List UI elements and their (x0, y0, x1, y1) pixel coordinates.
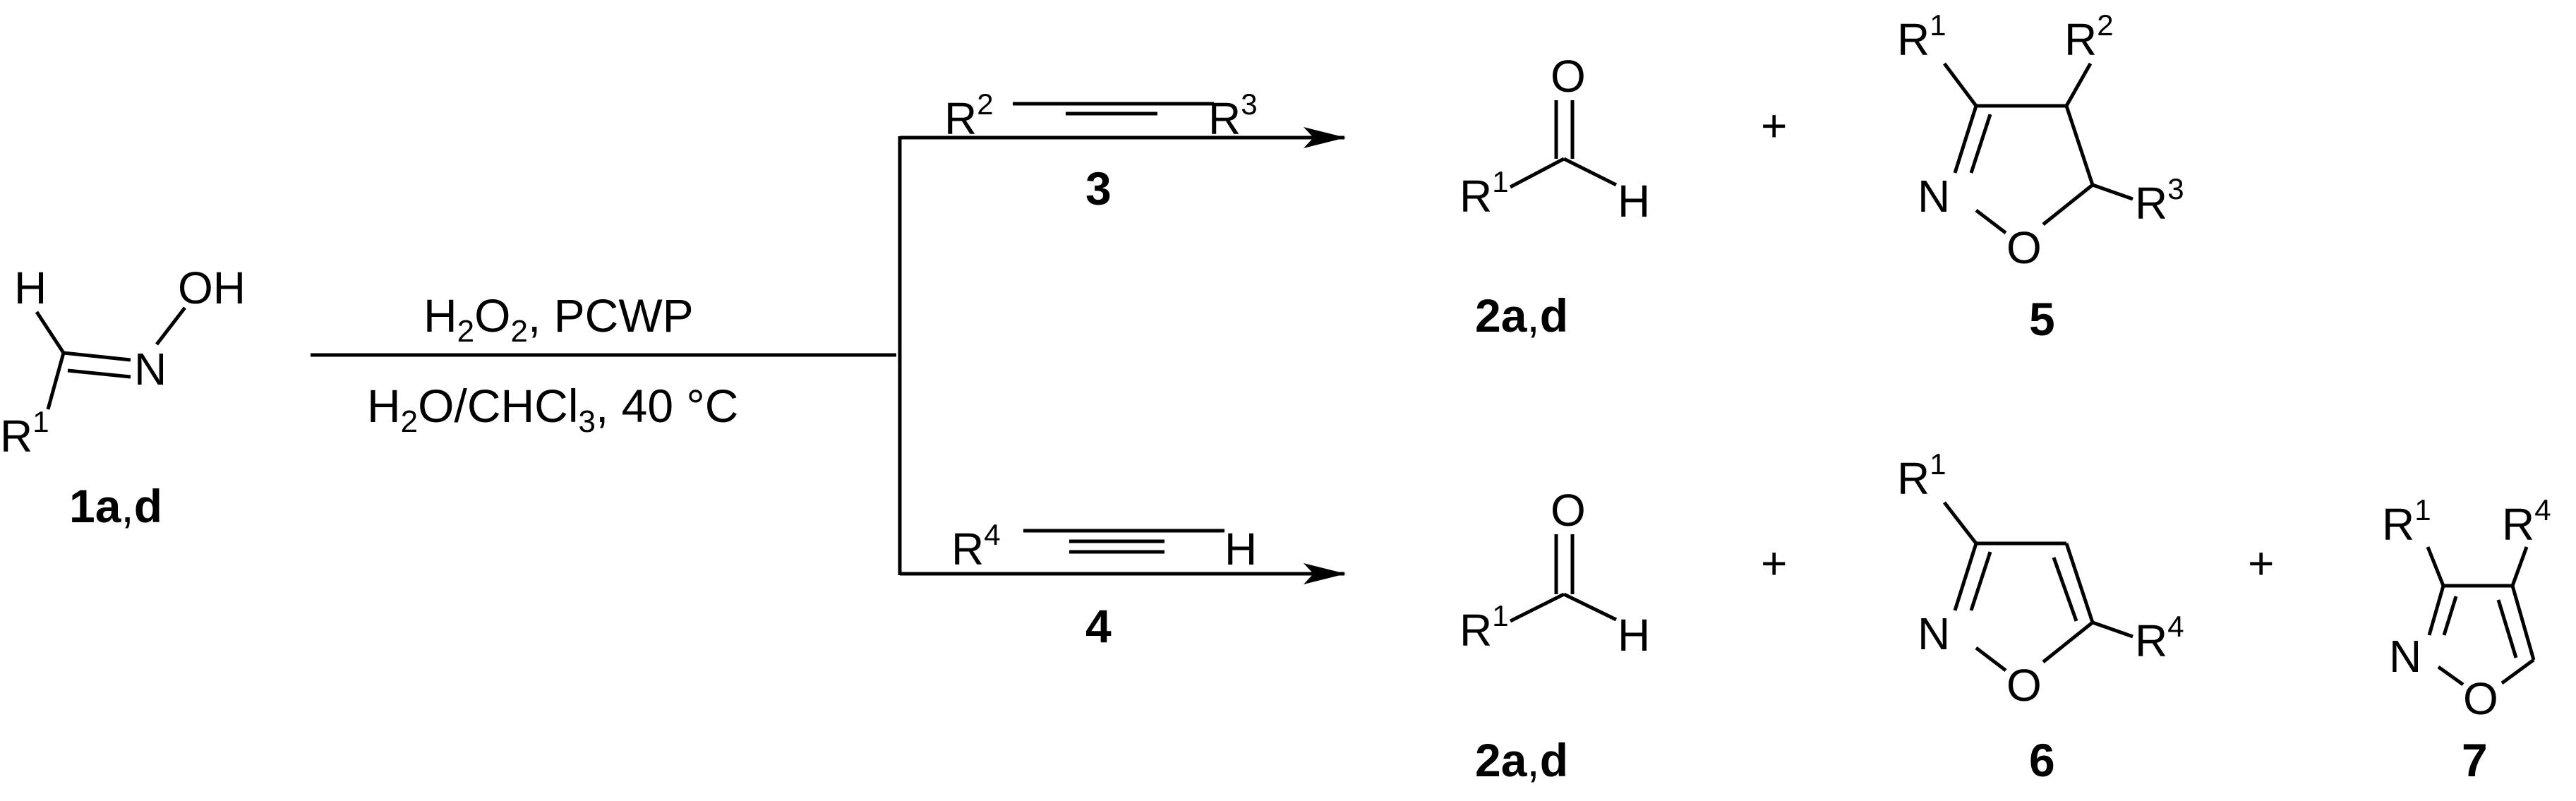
oxime-n-atom: N (134, 344, 167, 395)
isoxazole7-c3-r1-bond (2426, 546, 2445, 586)
isoxazoline-r3-label: R3 (2135, 172, 2184, 229)
isoxazole7-c4-c5-double-bond-b (2496, 599, 2518, 658)
oxime-cr-bond (46, 352, 66, 410)
isoxazole7-c4-c5-double-bond-a (2510, 585, 2536, 661)
oxime-no-bond (155, 306, 186, 346)
isoxazole6-cn-double-bond-a (1953, 543, 1978, 611)
isoxazoline-c5-o-bond (2042, 183, 2094, 226)
oxime-cn-double-bond-a (63, 351, 131, 362)
plus-sign-lower-1: + (1761, 538, 1787, 589)
isoxazoline-cn-double-bond-a (1953, 105, 1978, 174)
isoxazole6-n-atom: N (1918, 608, 1950, 659)
isoxazole7-r1-label: R1 (2382, 493, 2431, 550)
isoxazole6-c5-r4-bond (2092, 620, 2133, 639)
isoxazoline-r1-label: R1 (1897, 8, 1946, 65)
reactant-oxime-1: H OH N R1 1a,d (0, 263, 246, 532)
alkyne4-r4-label: R4 (951, 518, 1001, 574)
aldehyde-lower-ch-bond (1563, 592, 1618, 622)
plus-sign-lower-2: + (2248, 538, 2274, 589)
aldehyde-upper-h-atom: H (1618, 176, 1650, 227)
aldehyde-upper-r1-label: R1 (1459, 165, 1509, 222)
oxime-oh-group: OH (178, 263, 246, 313)
aldehyde-lower-o-atom: O (1551, 485, 1586, 536)
isoxazole7-r4-label: R4 (2502, 493, 2551, 550)
aldehyde-lower-h-atom: H (1618, 610, 1650, 661)
isoxazoline-n-o-bond (1975, 209, 2007, 234)
plus-sign-upper: + (1761, 100, 1787, 151)
isoxazole6-n-o-bond (1975, 646, 2007, 672)
aldehyde-upper-cr-bond (1509, 157, 1565, 189)
aldehyde-lower-r1-label: R1 (1459, 599, 1509, 656)
alkyne3-r2-label: R2 (944, 88, 994, 144)
conditions-below-text: H2O/CHCl3, 40 °C (367, 380, 738, 439)
compound-label-7: 7 (2462, 734, 2488, 786)
isoxazole7-o-atom: O (2463, 673, 2498, 724)
isoxazole7-cn-double-bond-a (2427, 585, 2445, 636)
compound-label-6: 6 (2029, 734, 2055, 786)
alkyne4-h-atom: H (1224, 524, 1257, 574)
isoxazole6-c5-o-bond (2042, 621, 2094, 663)
oxime-ch-bond (35, 311, 66, 354)
isoxazoline-c4-c5-bond (2064, 105, 2095, 186)
aldehyde-lower: O R1 H 2a,d (1459, 485, 1650, 786)
aldehyde-lower-cr-bond (1509, 592, 1565, 623)
isoxazole7-n-atom: N (2389, 631, 2421, 682)
compound-label-2a-upper: 2a,d (1475, 289, 1568, 342)
isoxazole6-c4-c5-double-bond-b (2052, 557, 2078, 622)
isoxazoline-n-atom: N (1918, 171, 1950, 222)
compound-label-4: 4 (1085, 600, 1112, 652)
alkyne-reagent-4: R4 H 4 (951, 518, 1257, 652)
aldehyde-upper: O R1 H 2a,d (1459, 51, 1650, 342)
compound-label-3: 3 (1085, 162, 1112, 215)
reaction-conditions: H2O2, PCWP H2O/CHCl3, 40 °C (311, 127, 1346, 584)
isoxazoline-r2-label: R2 (2064, 8, 2114, 65)
compound-label-5: 5 (2029, 293, 2055, 345)
isoxazole7-c4-r4-bond (2510, 546, 2529, 586)
oxime-r1-label: R1 (0, 405, 49, 462)
alkyne-reagent-3: R2 R3 3 (944, 88, 1258, 215)
isoxazole6-r1-label: R1 (1897, 447, 1946, 504)
alkyne3-r3-label: R3 (1208, 88, 1258, 144)
isoxazoline-c5-r3-bond (2092, 183, 2133, 201)
isoxazoline-c3-r1-bond (1943, 62, 1978, 107)
aldehyde-upper-ch-bond (1563, 157, 1618, 187)
isoxazole-product-6: R1 N O R4 6 (1897, 447, 2184, 786)
isoxazoline-cn-double-bond-b (1969, 114, 1992, 174)
isoxazoline-o-atom: O (2006, 222, 2042, 273)
isoxazole6-c4-c5-double-bond-a (2064, 543, 2095, 623)
isoxazole7-cn-double-bond-b (2442, 596, 2458, 636)
oxime-cn-double-bond-b (67, 368, 131, 379)
isoxazole-product-7: R1 R4 N O 7 (2382, 493, 2551, 786)
isoxazole7-c5-o-bond (2500, 658, 2535, 685)
aldehyde-upper-o-atom: O (1551, 51, 1586, 102)
isoxazole6-o-atom: O (2006, 660, 2042, 711)
oxime-h-atom: H (14, 263, 47, 313)
isoxazoline-product-5: R1 R2 N O R3 5 (1897, 8, 2184, 345)
isoxazole6-r4-label: R4 (2135, 610, 2184, 666)
conditions-above-text: H2O2, PCWP (423, 289, 694, 349)
isoxazole7-n-o-bond (2437, 665, 2464, 687)
isoxazole6-cn-double-bond-b (1969, 551, 1992, 611)
compound-label-1: 1a,d (69, 480, 162, 532)
compound-label-2a-lower: 2a,d (1475, 734, 1568, 786)
isoxazole6-c3-r1-bond (1943, 501, 1978, 545)
isoxazoline-c4-r2-bond (2064, 62, 2093, 107)
